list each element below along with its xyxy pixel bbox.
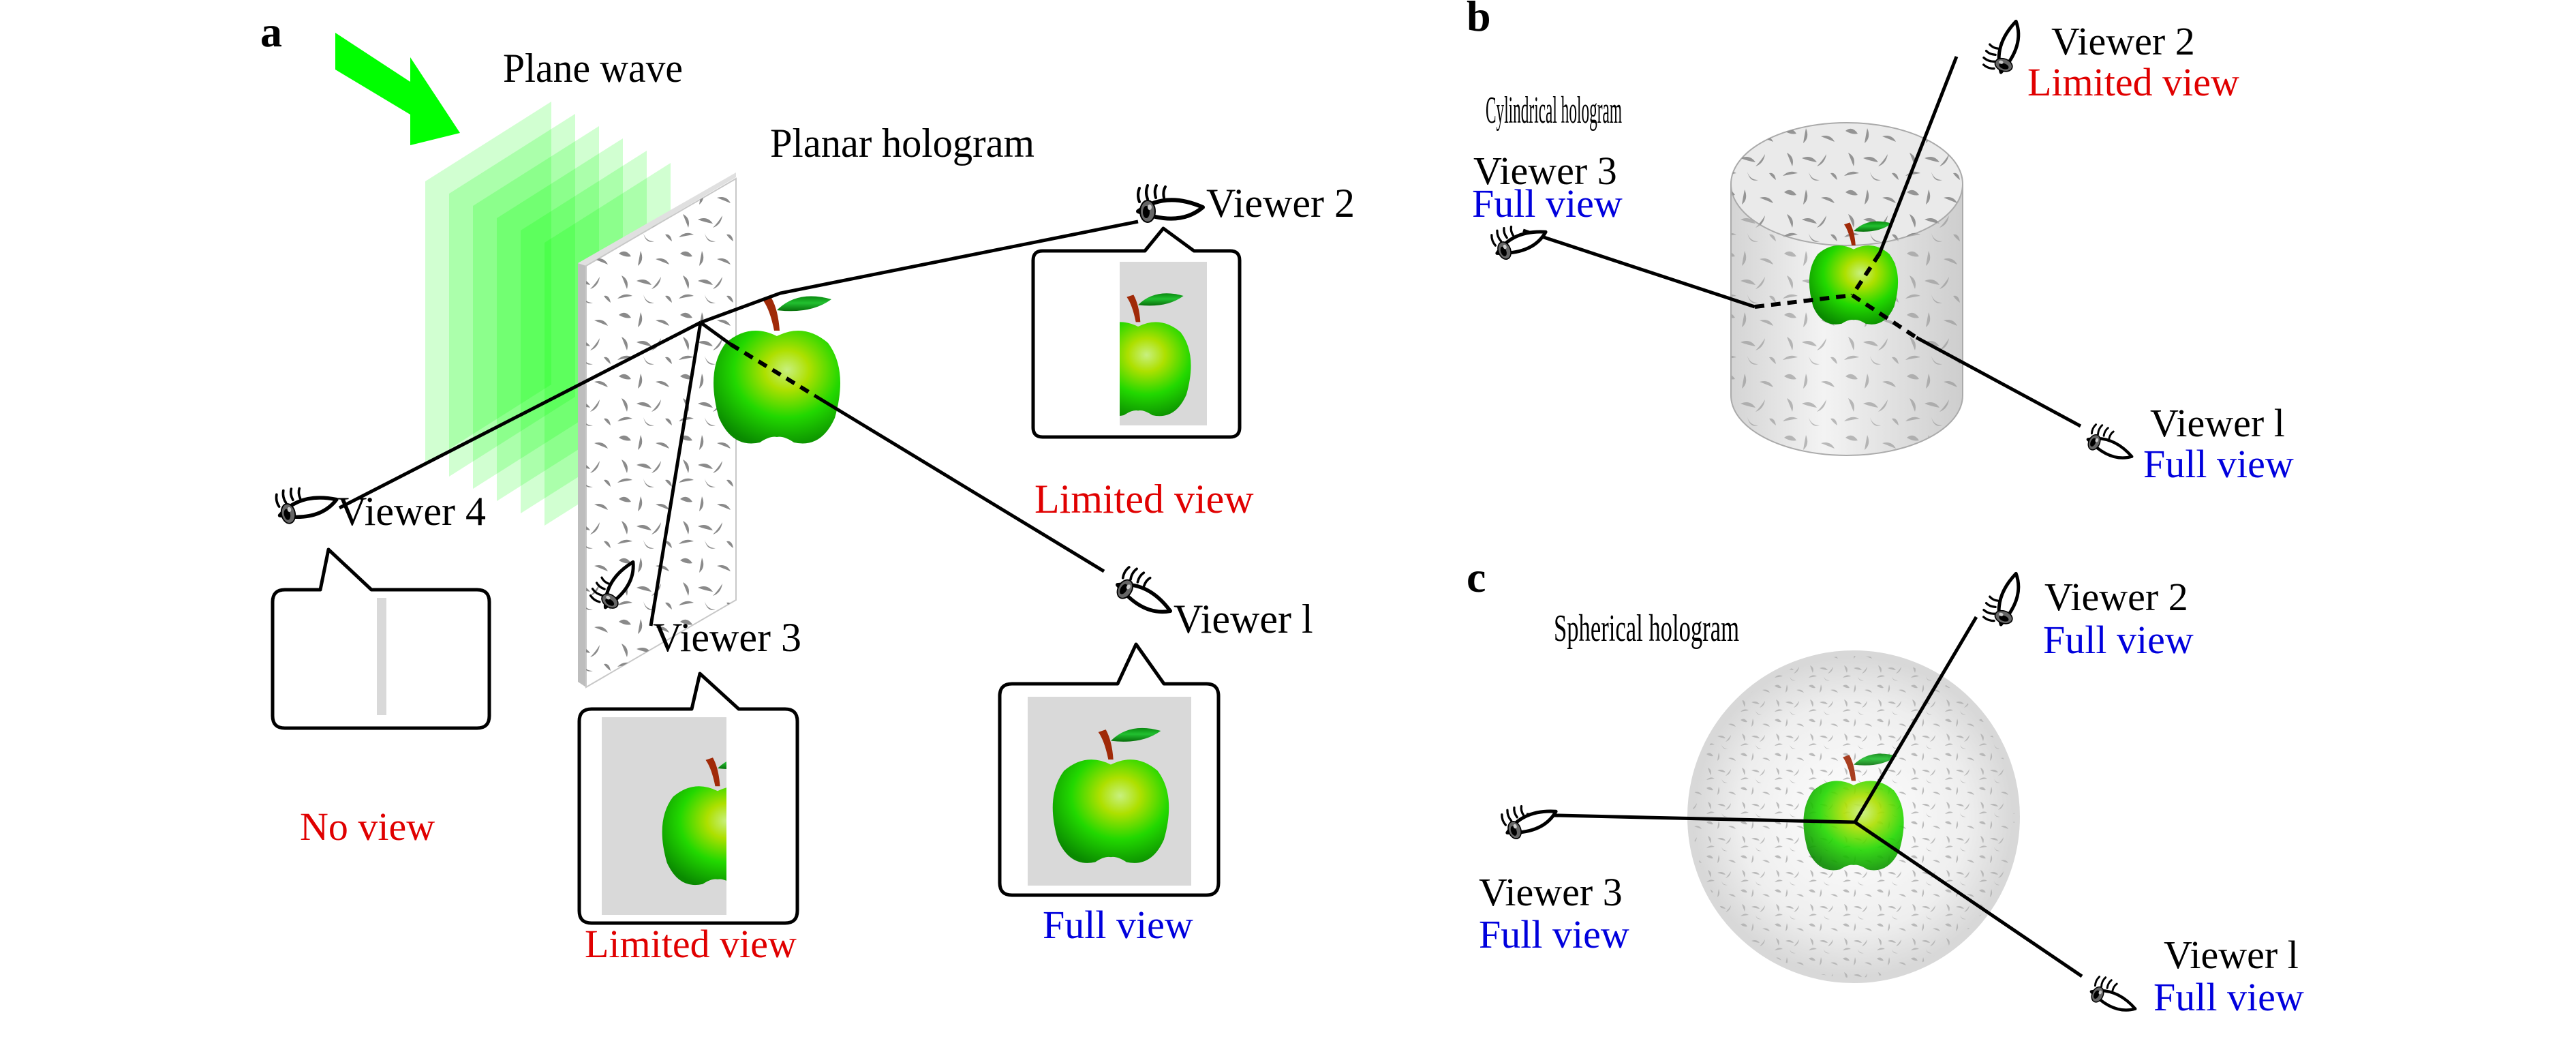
viewer-name: Viewer 4	[337, 489, 486, 534]
viewing-rays	[1526, 616, 2083, 978]
view-caption: Limited view	[1034, 477, 1254, 522]
wavefront-plane	[473, 126, 599, 489]
viewer-1-b: Viewer l Full view	[2085, 401, 2294, 486]
eye-icon	[1500, 795, 1560, 841]
panel-label-b: b	[1467, 0, 1491, 40]
viewer-name: Viewer 2	[2051, 19, 2195, 63]
eye-icon	[2088, 974, 2142, 1019]
wavefront-plane	[449, 114, 575, 477]
spherical-hologram-label: Spherical hologram	[1554, 607, 1739, 650]
view-caption: Full view	[1472, 181, 1623, 226]
viewer-3-a: Viewer 3 Limited view	[577, 552, 801, 966]
eye-icon	[2085, 422, 2138, 466]
viewer-name: Viewer l	[2150, 401, 2285, 445]
plane-wave-label: Plane wave	[503, 46, 683, 91]
view-caption: Full view	[1043, 903, 1193, 947]
view-caption: No view	[300, 804, 435, 849]
eye-icon	[1981, 567, 2027, 627]
panel-label-a: a	[260, 7, 282, 56]
cylindrical-hologram	[1730, 122, 1963, 456]
view-caption: Full view	[1479, 912, 1629, 957]
viewer-2-b: Viewer 2 Limited view	[1981, 15, 2239, 104]
panel-c: c Spherical hologram Viewer 2 Full view …	[1467, 553, 2304, 1019]
eye-icon	[1138, 185, 1203, 222]
view-caption: Full view	[2043, 618, 2194, 662]
viewer-2-c: Viewer 2 Full view	[1981, 567, 2194, 662]
viewer-4-a: Viewer 4 No view	[271, 480, 491, 849]
plane-wave-arrow-icon	[335, 33, 460, 145]
planar-hologram	[578, 172, 737, 689]
viewer-1-c: Viewer l Full view	[2088, 933, 2304, 1019]
viewer-3-c: Viewer 3 Full view	[1479, 795, 1629, 957]
view-caption: Full view	[2143, 442, 2294, 486]
panel-b: b Cylindrical hologram Viewer 2 Limited …	[1467, 0, 2294, 486]
viewer-name: Viewer 3	[1479, 870, 1623, 914]
viewer-1-a: Viewer l Full view	[998, 564, 1313, 947]
view-caption: Limited view	[2027, 60, 2239, 104]
panel-label-c: c	[1467, 553, 1486, 601]
viewer-name: Viewer 3	[653, 615, 801, 660]
eye-icon	[1981, 15, 2027, 75]
viewer-name: Viewer 2	[1206, 181, 1355, 226]
viewing-rays	[1522, 56, 2082, 428]
view-window	[377, 598, 386, 715]
viewer-3-b: Viewer 3 Full view	[1472, 149, 1623, 262]
viewer-name: Viewer l	[1174, 597, 1313, 642]
panel-a: a Plane wave Planar hologram Viewer 2	[260, 7, 1355, 966]
viewer-name: Viewer 3	[1473, 149, 1617, 193]
cylindrical-hologram-label: Cylindrical hologram	[1486, 89, 1622, 132]
viewer-2-a: Viewer 2 Limited view	[1031, 181, 1355, 522]
eye-icon	[275, 480, 339, 525]
viewer-name: Viewer 2	[2044, 575, 2188, 619]
viewer-name: Viewer l	[2164, 933, 2299, 977]
eye-icon	[1113, 564, 1180, 623]
wavefront-plane	[425, 102, 551, 464]
viewing-rays	[338, 220, 1139, 627]
planar-hologram-label: Planar hologram	[770, 121, 1034, 166]
view-caption: Full view	[2153, 975, 2304, 1019]
view-caption: Limited view	[585, 922, 797, 966]
